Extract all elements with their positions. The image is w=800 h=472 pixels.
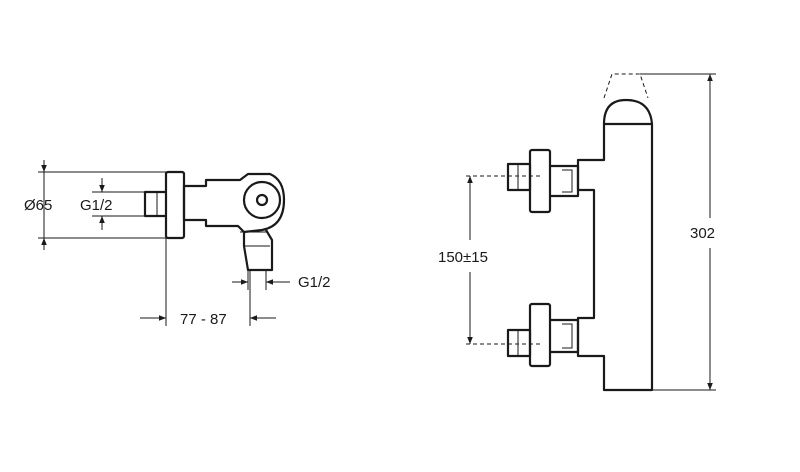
mixer-head (602, 98, 654, 126)
diameter-label: Ø65 (24, 197, 52, 214)
mixer-column (576, 124, 654, 392)
spacing-label: 150±15 (438, 249, 488, 266)
inlet-stub (143, 190, 166, 218)
front-view: 150±15 302 (438, 73, 716, 392)
inlet-thread-label: G1/2 (80, 197, 113, 214)
control-knob (242, 180, 282, 220)
upper-inlet (506, 148, 580, 214)
outlet-thread-label: G1/2 (298, 274, 331, 291)
dashed-top-cap (603, 73, 649, 99)
lower-inlet (506, 302, 580, 368)
side-view: Ø65 G1/2 G1/2 77 - 87 (24, 160, 331, 328)
depth-label: 77 - 87 (180, 311, 227, 328)
outlet-spout (242, 229, 274, 272)
height-label: 302 (690, 225, 715, 242)
wall-flange (164, 170, 186, 240)
